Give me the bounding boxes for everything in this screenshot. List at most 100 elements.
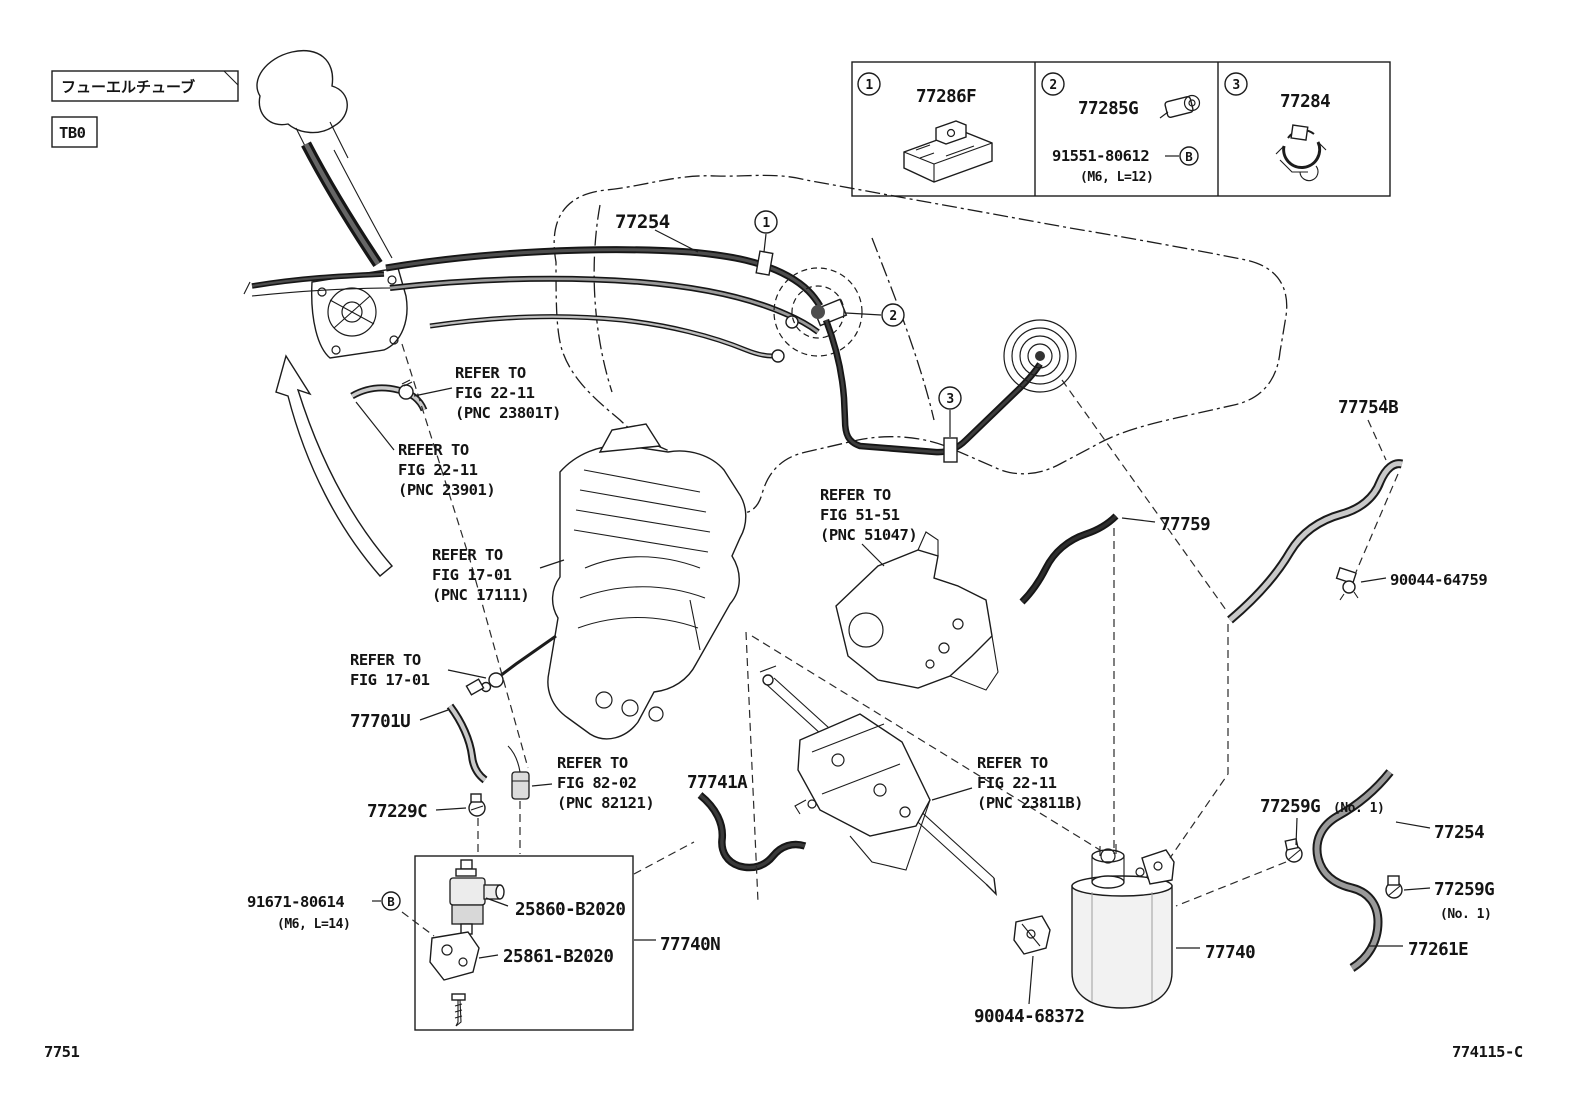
label-refer-23901-2: FIG 22-11 [398, 461, 478, 479]
label-refer-82121-1: REFER TO [557, 754, 628, 772]
label-77259g-upper-note: (No. 1) [1333, 801, 1384, 816]
tube-clip-3 [943, 437, 958, 463]
label-77261e: 77261E [1408, 940, 1468, 960]
label-77759: 77759 [1160, 515, 1210, 535]
tube-connector-icon [903, 120, 993, 183]
legend-callout-1: 1 [865, 78, 873, 93]
callout-2: 2 [889, 309, 896, 324]
label-77254-right: 77254 [1434, 823, 1484, 843]
legend-cell-1: 1 77286F [857, 72, 993, 183]
label-77229c: 77229C [367, 802, 427, 822]
tube-77759 [1019, 513, 1119, 605]
label-91671-note: (M6, L=14) [277, 917, 350, 932]
label-refer-17111-1: REFER TO [432, 546, 503, 564]
breather-hose [350, 379, 428, 412]
body-bracket-51047 [835, 531, 999, 691]
label-refer-23801t-3: (PNC 23801T) [455, 404, 561, 422]
legend-table: 1 77286F 2 77285G 91551-80612 [851, 61, 1391, 197]
fuel-tank-outline [553, 174, 1288, 514]
legend-bolt-91551-80612: 91551-80612 [1052, 147, 1149, 165]
label-77740n: 77740N [660, 935, 720, 955]
label-refer-23811b-2: FIG 22-11 [977, 774, 1057, 792]
engine-assembly [465, 423, 747, 740]
fuel-main-tubes [385, 246, 1077, 463]
vsv-25860 [449, 859, 505, 935]
clamp-77259g-lower [1385, 875, 1403, 899]
clip-90044-68372 [1013, 915, 1051, 955]
legend-part-77285G: 77285G [1078, 99, 1138, 119]
label-refer-17111-2: FIG 17-01 [432, 566, 512, 584]
label-refer-51047-2: FIG 51-51 [820, 506, 900, 524]
label-25861-b2020: 25861-B2020 [503, 947, 613, 967]
callout-1: 1 [762, 216, 770, 231]
bolt-mark-b-circle [381, 891, 401, 911]
label-77259g-lower-note: (No. 1) [1440, 907, 1491, 922]
legend-bolt-note: (M6, L=12) [1080, 170, 1153, 185]
legend-callout-1-icon [857, 72, 881, 96]
label-refer-82121-3: (PNC 82121) [557, 794, 654, 812]
system-title: フューエルチューブ [61, 78, 195, 96]
label-refer-23811b-1: REFER TO [977, 754, 1048, 772]
leader-lines [355, 229, 1431, 1005]
legend-callout-2: 2 [1049, 78, 1056, 93]
clamp-77229c [468, 793, 486, 817]
fuel-filler-pipe [243, 50, 408, 359]
clamp-90044-64759 [1335, 566, 1359, 601]
bracket-25861 [429, 931, 480, 981]
label-25860-b2020: 25860-B2020 [515, 900, 625, 920]
label-refer-1701-2: FIG 17-01 [350, 671, 430, 689]
label-refer-51047-3: (PNC 51047) [820, 526, 917, 544]
label-90044-64759: 90044-64759 [1390, 571, 1487, 589]
hose-77754b [1227, 459, 1404, 624]
label-77741a: 77741A [687, 773, 748, 793]
label-91671-mark: B [387, 894, 395, 909]
label-refer-23901-1: REFER TO [398, 441, 469, 459]
tube-connector-1 [755, 250, 774, 276]
label-77754b: 77754B [1338, 398, 1398, 418]
legend-part-77284: 77284 [1280, 92, 1330, 112]
label-77259g-lower: 77259G [1434, 880, 1494, 900]
label-77701u: 77701U [350, 712, 410, 732]
spring-clamp-icon [1275, 124, 1327, 182]
drawing-number: 774115-C [1452, 1043, 1523, 1061]
legend-cell-3: 3 77284 [1224, 72, 1331, 182]
label-77259g-upper: 77259G [1260, 797, 1320, 817]
system-title-box: フューエルチューブ [51, 70, 239, 102]
part-labels: 77254 REFER TO FIG 22-11 (PNC 23801T) RE… [247, 211, 1495, 1027]
label-refer-1701-1: REFER TO [350, 651, 421, 669]
label-91671-80614: 91671-80614 [247, 893, 344, 911]
bolt-mark-circle [1179, 146, 1199, 166]
callout-3: 3 [946, 392, 953, 407]
label-refer-23901-3: (PNC 23901) [398, 481, 495, 499]
label-refer-23801t-1: REFER TO [455, 364, 526, 382]
hose-77741a [697, 792, 807, 872]
tube-clamp-icon [1159, 94, 1201, 119]
label-77740: 77740 [1205, 943, 1255, 963]
label-refer-17111-3: (PNC 17111) [432, 586, 529, 604]
legend-cell-2: 2 77285G 91551-80612 B (M6, L=12) [1041, 72, 1201, 185]
callout-1-circle [754, 210, 778, 234]
label-refer-82121-2: FIG 82-02 [557, 774, 637, 792]
hose-77254-right [1312, 769, 1394, 972]
clamp-77259g-upper [1284, 838, 1303, 863]
figure-number: 7751 [44, 1043, 79, 1061]
charcoal-canister-77740 [1071, 844, 1175, 1009]
fuel-filter-8202 [507, 745, 530, 800]
label-90044-68372: 90044-68372 [974, 1007, 1084, 1027]
hose-clamp-icon [398, 384, 414, 400]
label-77254-top: 77254 [615, 211, 670, 233]
legend-part-77286F: 77286F [916, 87, 976, 107]
legend-callout-3-icon [1224, 72, 1248, 96]
pipe-bracket-23811b [797, 713, 931, 871]
label-refer-23801t-2: FIG 22-11 [455, 384, 535, 402]
mounting-screw [451, 993, 466, 1027]
legend-callout-2-icon [1041, 72, 1065, 96]
callout-2-circle [881, 303, 905, 327]
footer: 7751 774115-C [44, 1043, 1523, 1061]
label-refer-23811b-3: (PNC 23811B) [977, 794, 1083, 812]
legend-callout-3: 3 [1232, 78, 1239, 93]
assembly-reference-lines [401, 343, 1399, 937]
label-refer-51047-1: REFER TO [820, 486, 891, 504]
